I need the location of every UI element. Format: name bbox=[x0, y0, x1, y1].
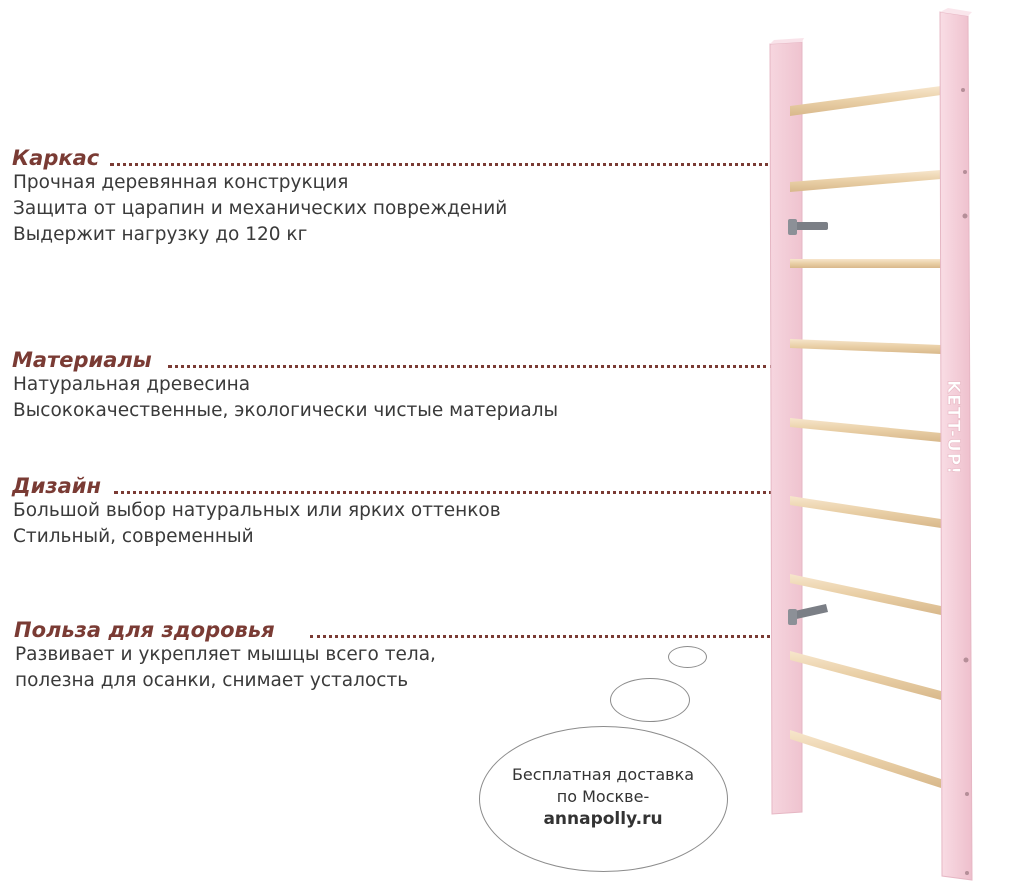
wall-bracket bbox=[788, 219, 828, 235]
site-name: annapolly.ru bbox=[543, 809, 663, 829]
section-health: Польза для здоровья Развивает и укрепляе… bbox=[14, 614, 792, 694]
rung bbox=[790, 651, 941, 700]
leader-dots bbox=[114, 491, 780, 494]
rung bbox=[790, 339, 941, 354]
rung bbox=[790, 86, 941, 116]
feature-line: Большой выбор натуральных или ярких отте… bbox=[13, 500, 501, 521]
feature-line: Прочная деревянная конструкция bbox=[13, 172, 349, 193]
wall-bars-illustration: KETT-UP! bbox=[769, 8, 973, 881]
section-heading-row: Материалы bbox=[12, 344, 792, 373]
thought-bubble-medium bbox=[610, 678, 690, 722]
section-heading: Материалы bbox=[12, 348, 152, 372]
feature-line: Натуральная древесина bbox=[13, 374, 251, 395]
thought-bubble-small bbox=[668, 646, 707, 668]
wall-bracket bbox=[788, 604, 828, 625]
section-heading-row: Дизайн bbox=[12, 470, 795, 499]
leader-dots bbox=[168, 365, 774, 368]
left-post-side bbox=[770, 38, 804, 44]
leader-dots bbox=[310, 635, 776, 638]
feature-line: Стильный, современный bbox=[13, 526, 254, 547]
section-heading: Каркас bbox=[12, 146, 100, 170]
section-heading-row: Каркас bbox=[12, 142, 793, 170]
rung bbox=[790, 170, 941, 192]
rung bbox=[790, 730, 941, 788]
delivery-bubble bbox=[479, 726, 728, 872]
rung bbox=[790, 574, 941, 615]
rung bbox=[790, 496, 941, 528]
rungs bbox=[790, 86, 941, 788]
delivery-line: по Москве- bbox=[556, 787, 650, 806]
section-design: Дизайн Большой выбор натуральных или ярк… bbox=[12, 470, 795, 550]
feature-line: Развивает и укрепляет мышцы всего тела, bbox=[15, 644, 436, 665]
section-materials: Материалы Натуральная древесина Высокока… bbox=[12, 344, 792, 424]
feature-line: Выдержит нагрузку до 120 кг bbox=[13, 224, 308, 245]
delivery-note: Бесплатная доставка по Москве- annapolly… bbox=[480, 764, 726, 830]
section-heading: Дизайн bbox=[12, 474, 102, 498]
right-post-top bbox=[940, 8, 972, 16]
rung bbox=[790, 418, 941, 442]
section-heading: Польза для здоровья bbox=[14, 618, 275, 642]
feature-line: Высококачественные, экологически чистые … bbox=[13, 400, 559, 421]
feature-line: полезна для осанки, снимает усталость bbox=[15, 670, 409, 691]
feature-line: Защита от царапин и механических поврежд… bbox=[13, 198, 508, 219]
rung bbox=[790, 259, 941, 268]
section-heading-row: Польза для здоровья bbox=[14, 614, 792, 642]
mounting-holes bbox=[961, 88, 969, 875]
brand-label: KETT-UP! bbox=[943, 380, 963, 475]
leader-dots bbox=[110, 163, 782, 166]
section-frame: Каркас Прочная деревянная конструкция За… bbox=[12, 142, 793, 248]
delivery-line: Бесплатная доставка bbox=[511, 765, 695, 784]
left-post bbox=[769, 41, 803, 815]
